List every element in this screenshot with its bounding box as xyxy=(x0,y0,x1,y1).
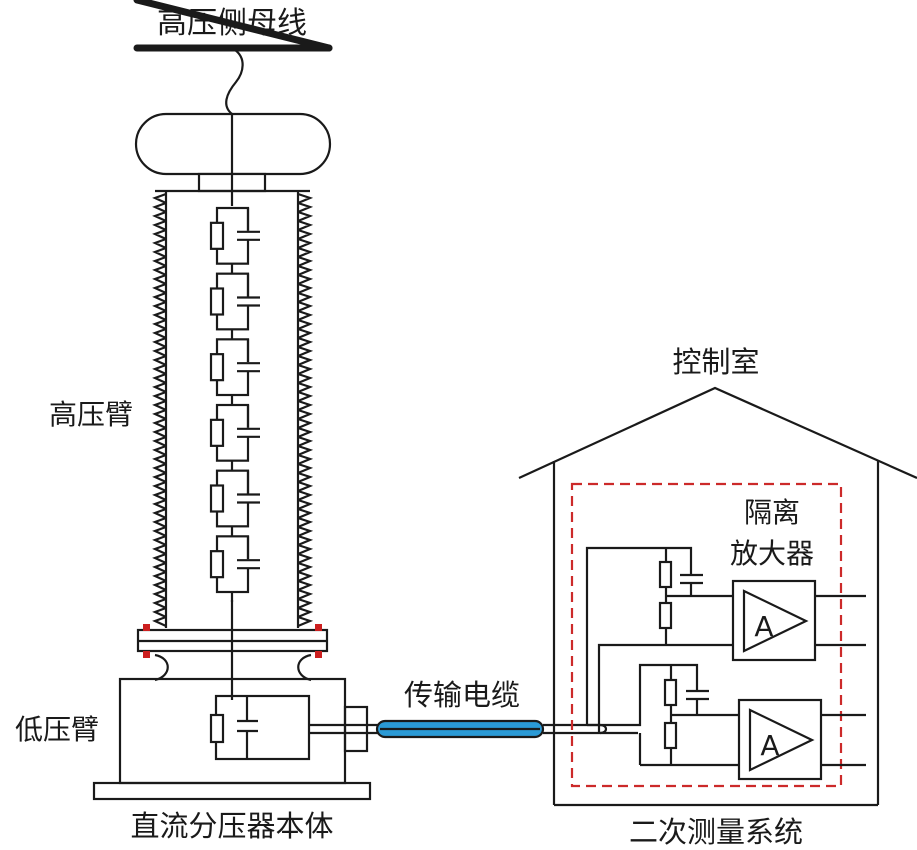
shed-zigzag-left xyxy=(152,192,167,628)
divider-body-label: 直流分压器本体 xyxy=(130,809,333,843)
control-room-building xyxy=(518,386,917,807)
flange-bolt xyxy=(143,624,150,631)
channel-1-divider xyxy=(585,546,733,733)
isolation-amplifier-enclosure xyxy=(570,482,843,788)
rc-stage xyxy=(209,535,260,602)
shed-zigzag-right xyxy=(297,192,314,628)
high-voltage-column xyxy=(155,189,310,628)
secondary-system-label: 二次测量系统 xyxy=(629,815,803,849)
high-arm-rc-ladder xyxy=(209,206,260,602)
cable-label: 传输电缆 xyxy=(404,678,520,712)
isolation-amp-label-line1: 隔离 xyxy=(744,496,800,529)
rc-stage xyxy=(209,403,260,471)
rc-stage xyxy=(209,469,260,537)
flexible-lead-wire xyxy=(225,49,244,115)
channel-2-divider xyxy=(587,663,739,767)
low-arm-rc xyxy=(209,694,378,761)
rc-stage xyxy=(209,338,260,405)
rc-stage xyxy=(209,272,260,340)
low-arm-label: 低压臂 xyxy=(15,713,99,746)
resistor xyxy=(209,221,225,250)
resistor xyxy=(209,418,225,447)
control-room-label: 控制室 xyxy=(672,345,759,379)
insulator-sheds-right xyxy=(297,192,314,628)
isolation-amp-label-line2: 放大器 xyxy=(730,537,814,570)
isolation-amplifier-1: A xyxy=(731,579,866,662)
isolation-amplifier-2: A xyxy=(737,698,866,781)
insulator-sheds-left xyxy=(152,192,167,628)
flange-bolt xyxy=(143,651,150,658)
amp-1-symbol: A xyxy=(754,610,773,643)
rc-stage xyxy=(209,206,260,274)
base-plate xyxy=(92,781,372,801)
resistor xyxy=(209,353,225,382)
resistor xyxy=(209,484,225,513)
high-arm-label: 高压臂 xyxy=(49,398,133,431)
flange-bolt xyxy=(315,651,322,658)
high-voltage-busbar xyxy=(133,0,333,52)
flange-bolt xyxy=(315,624,322,631)
resistor xyxy=(209,550,225,579)
amp-2-symbol: A xyxy=(760,729,779,762)
resistor xyxy=(209,287,225,316)
